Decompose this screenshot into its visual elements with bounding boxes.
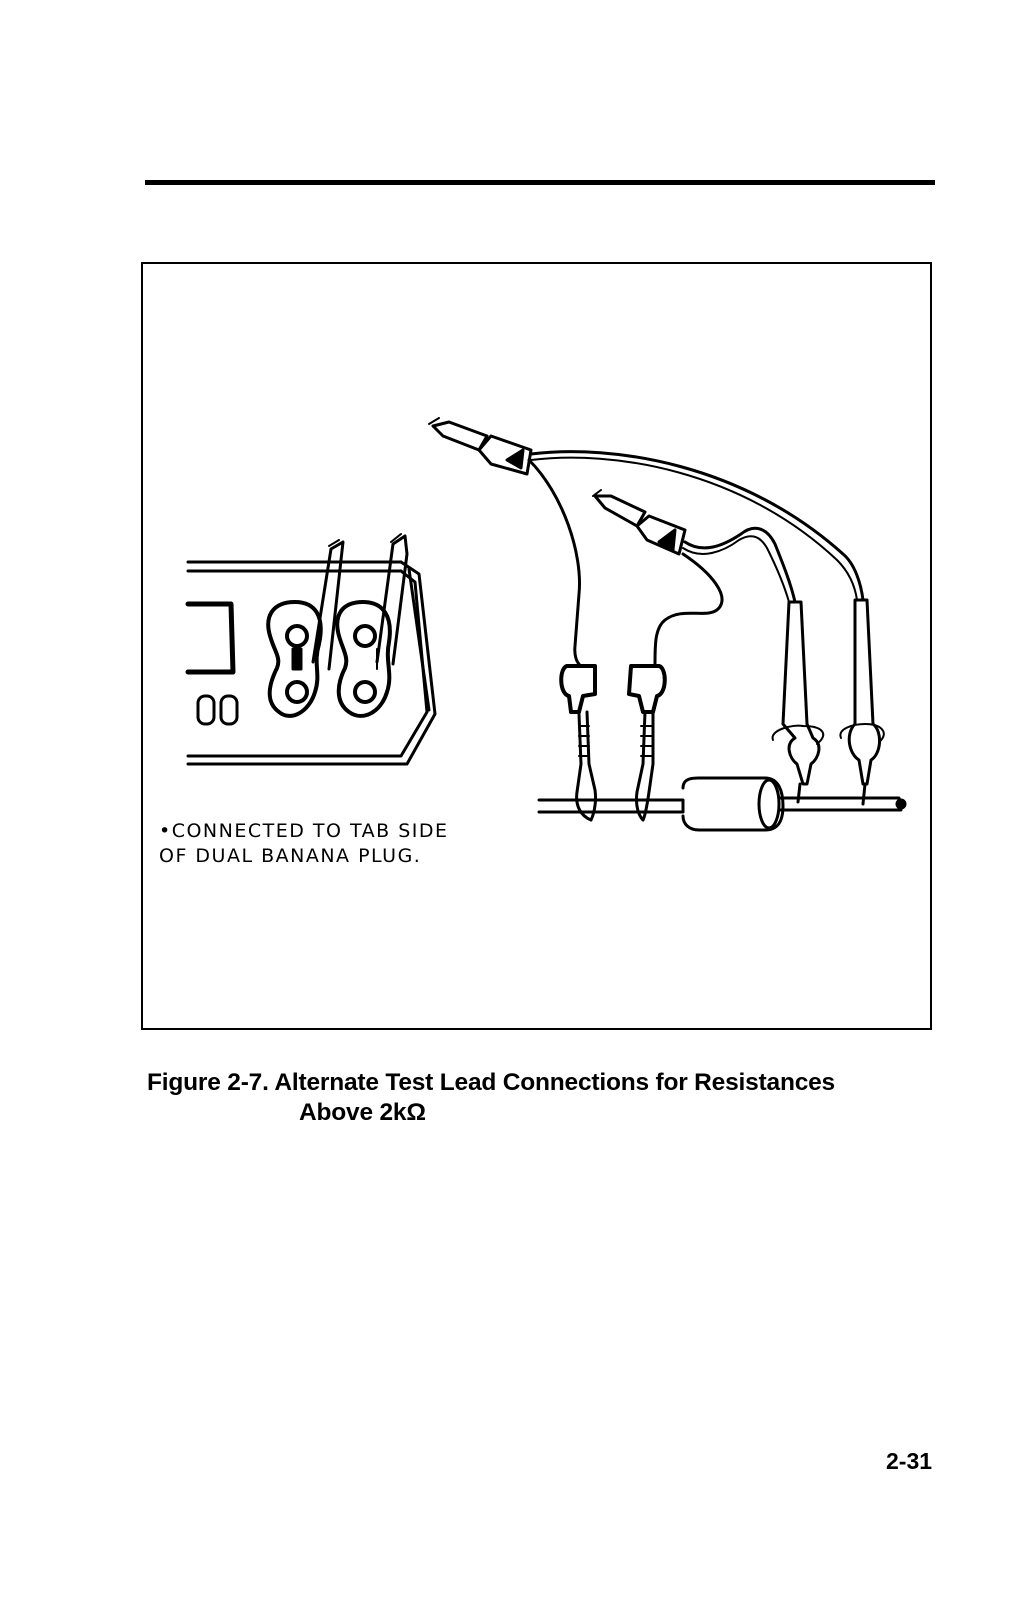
header-rule bbox=[145, 180, 935, 185]
connection-note: •CONNECTED TO TAB SIDE OF DUAL BANANA PL… bbox=[159, 819, 449, 869]
note-line-1: •CONNECTED TO TAB SIDE bbox=[159, 820, 449, 842]
banana-jacks bbox=[266, 533, 409, 718]
page-number: 2-31 bbox=[886, 1448, 933, 1474]
resistor bbox=[537, 776, 907, 832]
figure-caption: Figure 2-7. Alternate Test Lead Connecti… bbox=[147, 1068, 947, 1128]
caption-line-1: Figure 2-7. Alternate Test Lead Connecti… bbox=[147, 1069, 835, 1096]
test-lead-connection-illustration bbox=[185, 417, 907, 832]
figure-frame: •CONNECTED TO TAB SIDE OF DUAL BANANA PL… bbox=[141, 262, 932, 1030]
test-probes bbox=[771, 598, 885, 806]
note-line-2: OF DUAL BANANA PLUG. bbox=[159, 845, 422, 867]
meter-panel bbox=[185, 560, 437, 766]
caption-line-2: Above 2kΩ bbox=[299, 1099, 426, 1126]
test-lead-wires bbox=[527, 450, 865, 666]
alligator-clips bbox=[559, 664, 667, 822]
lead-connectors bbox=[428, 417, 687, 556]
